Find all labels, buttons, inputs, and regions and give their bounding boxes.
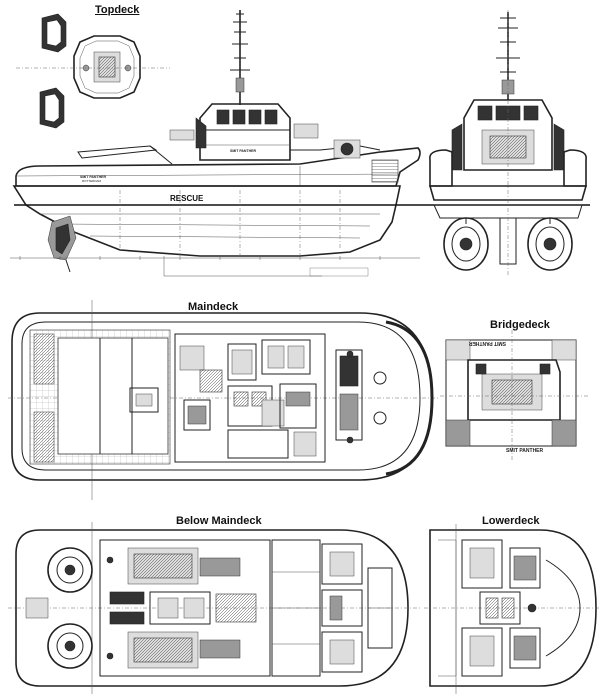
- profile-view: SMIT PANTHER ROTTERDAM SMIT PANTHER RESC…: [10, 10, 421, 277]
- vessel-name-profile: SMIT PANTHER: [80, 175, 106, 179]
- topdeck-detail: [16, 13, 170, 129]
- below-maindeck-plan: [8, 522, 420, 694]
- maindeck-title: Maindeck: [188, 301, 239, 313]
- maindeck-plan: [8, 300, 440, 500]
- lowerdeck-plan: [424, 524, 600, 694]
- bridgedeck-title: Bridgedeck: [490, 319, 550, 331]
- vessel-name-bridge-lower: SMIT PANTHER: [506, 448, 544, 454]
- below-maindeck-title: Below Maindeck: [176, 515, 262, 527]
- vessel-name-bridge-upper: SMIT PANTHER: [468, 340, 506, 346]
- port-thruster: [443, 217, 489, 271]
- vessel-name-wheelhouse: SMIT PANTHER: [230, 149, 256, 153]
- front-view: [420, 10, 590, 275]
- main-engine-port: [127, 547, 241, 585]
- home-port-profile: ROTTERDAM: [82, 179, 102, 183]
- bridgedeck-plan: SMIT PANTHER SMIT PANTHER: [440, 330, 590, 460]
- main-engine-starboard: [127, 631, 241, 669]
- port-thruster-room: [47, 547, 93, 593]
- starboard-thruster: [527, 217, 573, 271]
- lowerdeck-title: Lowerdeck: [482, 515, 540, 527]
- rescue-marking: RESCUE: [170, 194, 204, 203]
- topdeck-title: Topdeck: [95, 4, 140, 16]
- starboard-thruster-room: [47, 623, 93, 669]
